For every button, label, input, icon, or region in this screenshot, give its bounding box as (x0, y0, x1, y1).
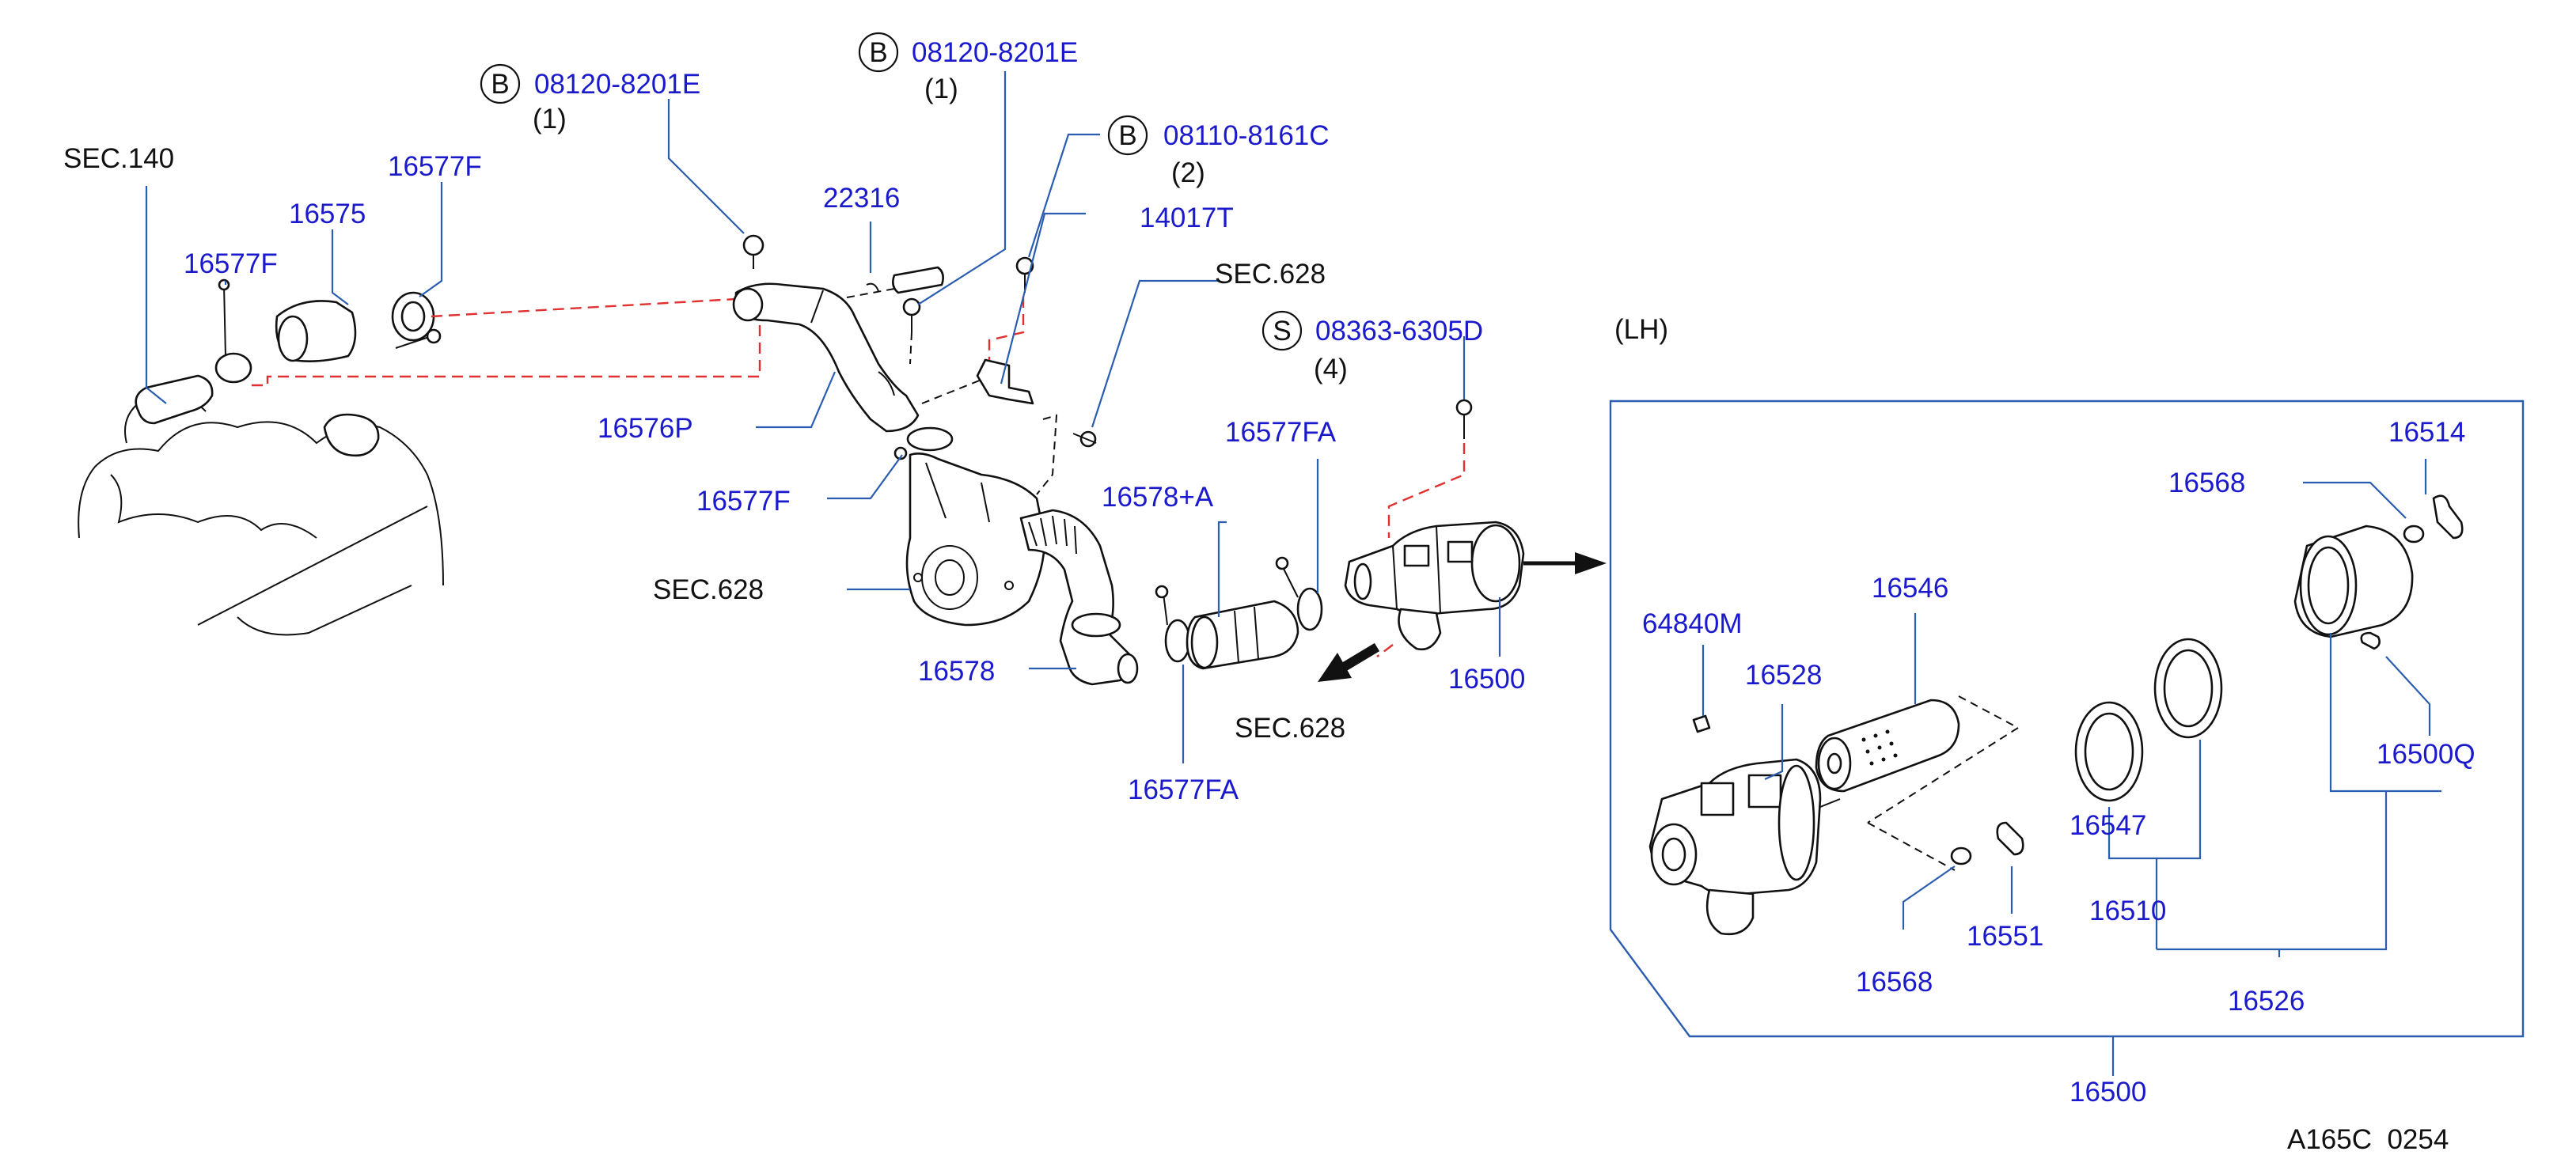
label-16568-a: 16568 (2168, 468, 2245, 498)
clip-22316 (866, 266, 944, 294)
label-16577F-c: 16577F (696, 486, 791, 517)
hose-16578 (1019, 509, 1139, 686)
bolt-08120-left (742, 234, 764, 269)
dash-bolt (909, 331, 912, 365)
clamp-16577F-left (214, 278, 252, 384)
label-16576P: 16576P (598, 413, 693, 444)
nut-16568-upper (2403, 525, 2425, 543)
label-14017T: 14017T (1140, 203, 1234, 233)
leader-lines (145, 71, 2441, 1076)
badge-s-letter: S (1273, 316, 1291, 347)
label-16577FA-a: 16577FA (1225, 417, 1337, 448)
arrow-down-left-icon (1318, 642, 1380, 682)
label-16578A: 16578+A (1102, 482, 1214, 513)
diagram-reference-code: A165C 0254 (2287, 1124, 2449, 1155)
label-16577F-a: 16577F (184, 248, 278, 279)
dash-sec628 (1036, 414, 1058, 495)
detail-box (1609, 400, 2525, 1038)
label-sec628-c: SEC.628 (1235, 713, 1345, 744)
cap-16500Q (2360, 631, 2381, 650)
label-16568-b: 16568 (1856, 967, 1933, 998)
wing-nut-16551 (1996, 821, 2024, 856)
label-lh: (LH) (1614, 314, 1668, 345)
label-08363-6305D: 08363-6305D (1315, 316, 1483, 347)
text-labels: SEC.140 16577F 16575 16577F B 08120-8201… (63, 37, 2475, 1155)
air-cleaner-16500 (1344, 521, 1525, 651)
red-guide-outlet (1376, 644, 1394, 657)
hose-16578A (1186, 600, 1299, 670)
clamp-16577F-right (391, 291, 442, 349)
sensor-64840M (1692, 714, 1711, 733)
label-16547: 16547 (2070, 810, 2146, 841)
red-guide-top (431, 297, 737, 318)
label-sec628-b: SEC.628 (653, 574, 764, 605)
dash-clip (846, 288, 895, 298)
qty-b3: (2) (1171, 157, 1205, 188)
nut-16568-lower (1950, 846, 1972, 865)
air-duct-sec628 (905, 453, 1046, 627)
label-16577F-b: 16577F (388, 151, 482, 182)
badge-b1-letter: B (491, 69, 509, 100)
housing-16528 (1648, 758, 1841, 936)
hose-16575 (275, 300, 357, 362)
red-guide-bolt (1387, 443, 1466, 538)
clamp-16577F-mid (893, 426, 954, 460)
wing-nut-16514 (2432, 494, 2464, 540)
dash-nut (1867, 822, 1956, 871)
seal-16547 (2074, 701, 2144, 802)
code-badges (480, 32, 1303, 351)
label-22316: 22316 (823, 183, 900, 214)
label-16514: 16514 (2388, 417, 2465, 448)
label-16575: 16575 (289, 199, 366, 229)
label-16500Q: 16500Q (2377, 739, 2475, 770)
qty-s: (4) (1314, 354, 1348, 384)
label-16526: 16526 (2228, 986, 2305, 1017)
label-08110-8161C: 08110-8161C (1163, 120, 1330, 151)
label-16528: 16528 (1745, 660, 1822, 691)
label-64840M: 64840M (1642, 608, 1742, 639)
badge-b2-letter: B (869, 37, 887, 68)
label-16510: 16510 (2089, 896, 2166, 926)
label-16577FA-b: 16577FA (1128, 774, 1239, 805)
label-16500-a: 16500 (1448, 664, 1525, 695)
label-16551: 16551 (1967, 921, 2043, 952)
clamp-16577FA-upper (1275, 556, 1323, 631)
bolt-08363 (1455, 399, 1473, 439)
bolt-sec628 (1072, 430, 1097, 448)
label-08120-8201E-a: 08120-8201E (534, 69, 700, 100)
engine-block (78, 374, 444, 636)
dash-bracket (921, 379, 982, 404)
label-16546: 16546 (1872, 573, 1948, 604)
clamp-16577FA-lower (1155, 585, 1191, 663)
bracket-14017T (976, 256, 1034, 405)
arrow-right-icon (1523, 552, 1607, 574)
qty-b2: (1) (924, 74, 958, 104)
badge-b3-letter: B (1118, 120, 1136, 151)
seal-16510 (2153, 638, 2223, 739)
qty-b1: (1) (533, 104, 567, 134)
dash-filter (1867, 695, 2020, 824)
pipe-16576P (732, 282, 920, 433)
label-08120-8201E-b: 08120-8201E (912, 37, 1078, 68)
label-16578: 16578 (918, 656, 995, 687)
filter-16546 (1815, 699, 1960, 793)
red-guide-left (252, 312, 761, 387)
label-sec140: SEC.140 (63, 143, 174, 174)
cover-16526 (2293, 525, 2414, 638)
label-16500-b: 16500 (2070, 1077, 2146, 1108)
bolt-08120-right (902, 297, 921, 332)
label-sec628-a: SEC.628 (1215, 259, 1326, 290)
